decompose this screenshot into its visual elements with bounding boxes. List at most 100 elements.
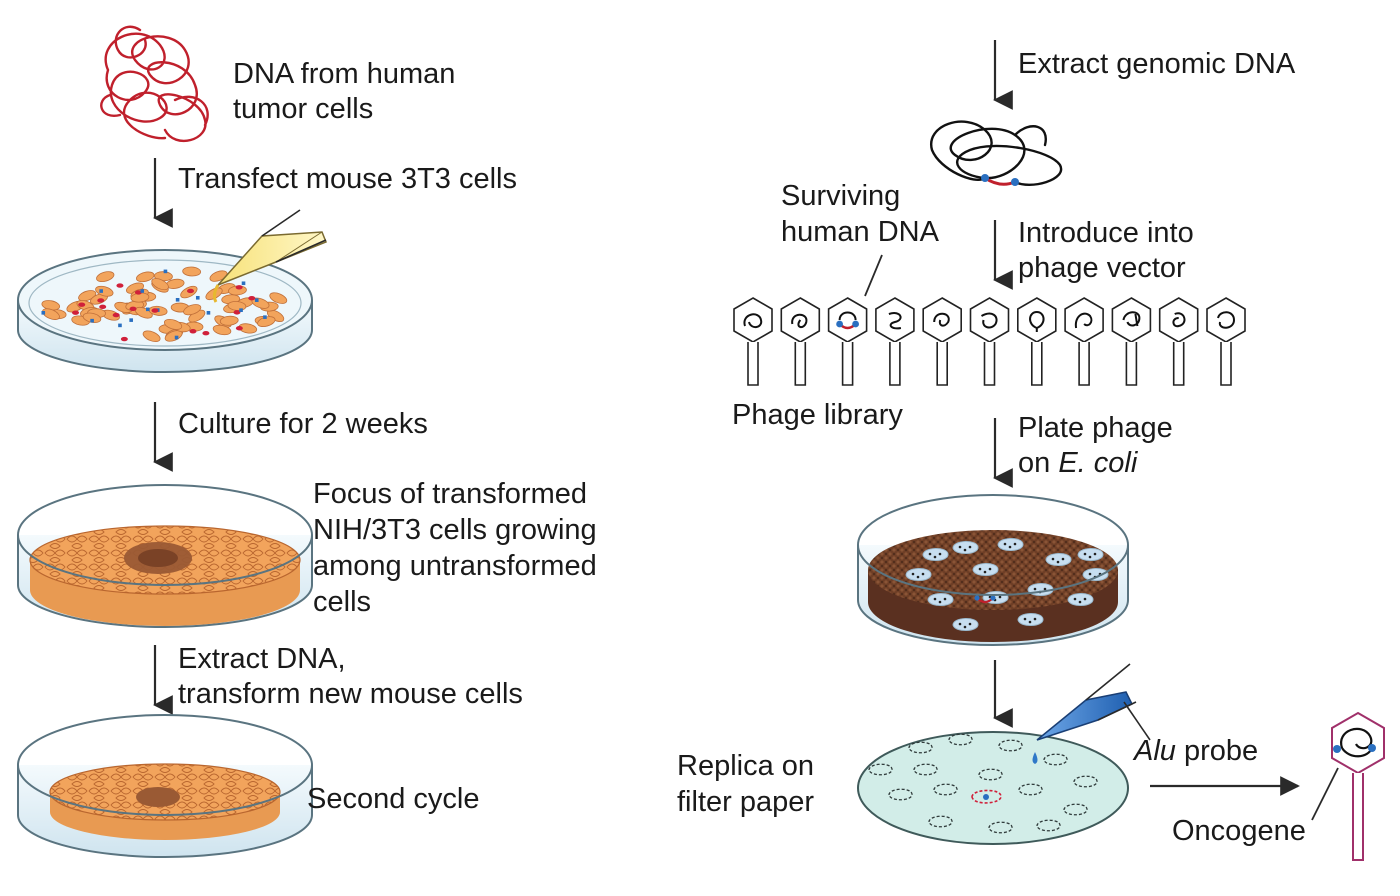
phage-plate — [857, 494, 1129, 646]
dna-fragment-red — [112, 312, 120, 318]
replica-spot — [1063, 803, 1088, 816]
phage — [1158, 297, 1199, 386]
phage-tail — [936, 342, 948, 386]
dna-fragment-blue — [195, 295, 200, 300]
phage — [1064, 297, 1104, 386]
dna-source-line1: DNA from human — [233, 58, 455, 90]
dna-fragment-red — [187, 288, 195, 294]
phage-dot — [1028, 620, 1032, 624]
dish-transfection — [17, 249, 313, 373]
phage-head — [827, 297, 868, 343]
dna-fragment-blue — [263, 315, 267, 319]
plaque — [1045, 553, 1072, 566]
phage-head — [875, 297, 915, 343]
plaque — [927, 593, 954, 606]
oncogene-phage — [1311, 711, 1385, 861]
dna-fragment-blue — [254, 298, 259, 302]
phage-dot — [1056, 560, 1060, 564]
phage-dna — [1122, 311, 1141, 327]
phage-dot — [968, 545, 972, 549]
mouse-cell — [269, 292, 288, 304]
plaque — [972, 563, 999, 576]
phage-dot — [1013, 542, 1017, 546]
dna-fragment-red — [134, 290, 142, 295]
plaque — [905, 568, 932, 581]
phage-dna — [743, 313, 763, 328]
alu-site — [836, 320, 843, 328]
replica-spot — [888, 788, 913, 801]
oncogene-label: Oncogene — [1172, 815, 1306, 847]
plaque — [952, 618, 979, 631]
phage-dna — [980, 312, 998, 329]
phage-tail — [1220, 342, 1232, 386]
dna-fragment-blue — [129, 318, 133, 322]
replica-line2: filter paper — [677, 786, 814, 818]
replica-spot — [868, 763, 893, 776]
dna-fragment-red — [78, 302, 86, 307]
dna-fragment-red — [99, 304, 107, 310]
phage-dot — [1033, 617, 1037, 621]
alu-probe-alu: Alu — [1132, 735, 1176, 767]
phage-dot — [958, 545, 962, 549]
culture-label: Culture for 2 weeks — [178, 408, 428, 440]
dna-fragment-red — [189, 329, 197, 334]
phage-dot — [998, 595, 1002, 599]
phage-head — [1064, 297, 1104, 343]
mouse-cell — [142, 330, 161, 343]
replica-spot — [913, 763, 938, 776]
phage-dna — [791, 313, 808, 328]
phage — [733, 297, 773, 386]
alu-site — [990, 595, 996, 601]
surviving-line2: human DNA — [781, 216, 940, 248]
mouse-cell — [219, 315, 239, 326]
dna-fragment-blue — [41, 311, 46, 315]
alu-probe-suffix: probe — [1176, 735, 1258, 767]
phage-dot — [1078, 600, 1082, 604]
mouse-cell — [42, 308, 60, 320]
phage-dot — [1088, 555, 1092, 559]
surviving-line1: Surviving — [781, 180, 900, 212]
phage-dot — [1033, 587, 1037, 591]
phage-dot — [1051, 557, 1055, 561]
phage-dna — [838, 311, 857, 321]
phage-tail — [1031, 342, 1043, 386]
dna-fragment-blue — [163, 269, 168, 274]
surviving-leader-line — [864, 254, 883, 297]
phage-dot — [933, 597, 937, 601]
dna-fragment-blue — [140, 289, 145, 293]
tumor-dna-tangle — [100, 25, 209, 142]
phage-head — [922, 297, 963, 343]
dna-fragment-blue — [241, 281, 246, 286]
replica-spot — [948, 733, 973, 746]
phage-dna — [1217, 311, 1236, 329]
dish-second-cycle — [17, 714, 313, 858]
replica-spot — [1036, 819, 1061, 832]
introduce-line1: Introduce into — [1018, 217, 1194, 249]
phage-dot — [1003, 542, 1007, 546]
plaque — [922, 548, 949, 561]
plaque — [1067, 593, 1094, 606]
phage-tail — [1078, 342, 1090, 386]
mouse-cell — [95, 285, 114, 297]
plate-line2-ecoli: E. coli — [1058, 447, 1139, 479]
focus-line2: NIH/3T3 cells growing — [313, 514, 597, 546]
dna-fragment-blue — [99, 289, 103, 293]
phage-dot — [1093, 552, 1097, 556]
phage-library-row — [733, 297, 1246, 386]
phage-library-label: Phage library — [732, 399, 903, 431]
plaque — [1017, 613, 1044, 626]
dna-fragment-blue — [239, 308, 243, 312]
phage-dot — [1061, 557, 1065, 561]
phage-dot — [988, 567, 992, 571]
phage-dna — [933, 312, 950, 327]
replica-spot — [1018, 783, 1043, 796]
phage-tail — [747, 342, 759, 386]
phage-dot — [938, 552, 942, 556]
phage-dot — [933, 555, 937, 559]
phage-dot — [1088, 572, 1092, 576]
plaque — [1077, 548, 1104, 561]
phage-head — [969, 297, 1010, 343]
replica-line1: Replica on — [677, 750, 814, 782]
phage-dna — [1172, 312, 1186, 328]
